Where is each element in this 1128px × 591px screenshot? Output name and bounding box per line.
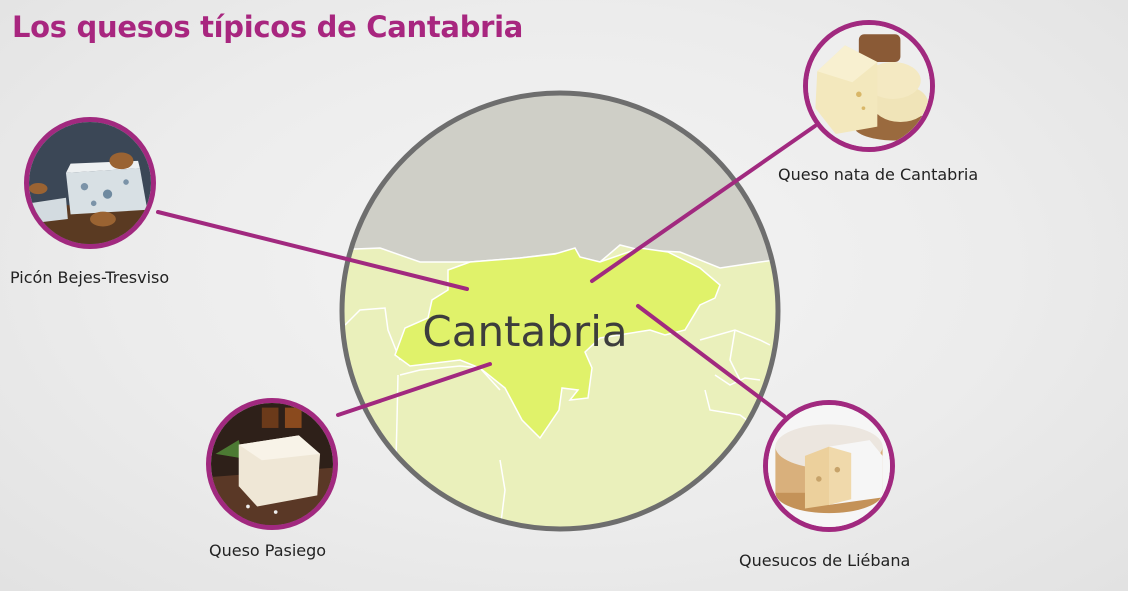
cheese-label-picon: Picón Bejes-Tresviso [10, 268, 170, 287]
connector-pasiego [336, 362, 492, 417]
white-cheese-icon [211, 403, 333, 525]
cheese-label-pasiego: Queso Pasiego [209, 541, 327, 560]
connector-quesucos [636, 304, 786, 418]
cheese-image-quesucos [763, 400, 895, 532]
blue-cheese-icon [29, 122, 151, 244]
cheese-label-nata: Queso nata de Cantabria [778, 165, 979, 184]
map-circle-border [339, 90, 781, 532]
cream-cheese-icon [808, 25, 930, 147]
cheese-image-nata [803, 20, 935, 152]
map-inset [342, 93, 778, 529]
cheese-wheel-icon [768, 405, 890, 527]
connector-nata [590, 124, 817, 283]
connector-picon [156, 210, 469, 291]
region-label: Cantabria [422, 307, 627, 356]
cheese-image-pasiego [206, 398, 338, 530]
connector-lines [156, 124, 817, 418]
page-title: Los quesos típicos de Cantabria [12, 10, 524, 44]
cantabria-region [394, 247, 721, 440]
cheese-label-quesucos: Quesucos de Liébana [739, 551, 911, 570]
cheese-image-picon [24, 117, 156, 249]
